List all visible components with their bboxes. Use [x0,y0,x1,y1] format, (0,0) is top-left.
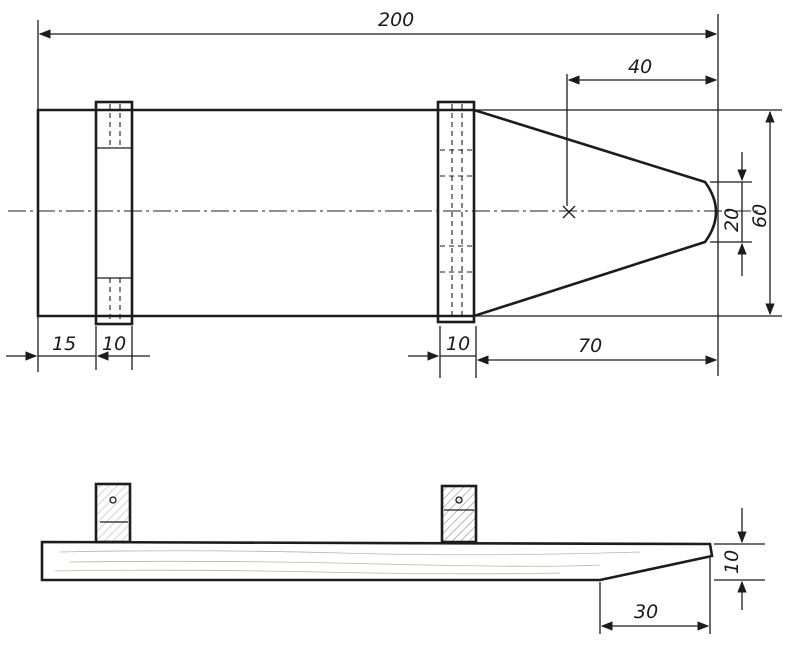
dim-right-block-label: 10 [446,333,470,355]
dim-overall-length-label: 200 [378,9,414,31]
dim-taper-length-label: 70 [578,335,602,357]
dim-left-block-label: 10 [102,333,126,355]
dim-thickness: 10 [721,508,747,610]
dim-tip-offset-label: 40 [628,56,652,78]
dim-taper-length: 70 [476,335,718,365]
dim-end-offset-label: 15 [52,333,76,355]
dim-body-width-label: 60 [749,204,771,228]
dim-right-block: 10 [408,333,476,361]
dim-bevel-length-label: 30 [634,601,658,623]
right-block [436,100,476,324]
dim-bevel-length: 30 [600,601,710,631]
screw-hole-icon [455,496,463,504]
side-left-block [94,482,132,544]
side-board [40,540,714,582]
dim-tip-width: 20 [721,152,747,276]
left-block [94,100,134,326]
top-view: 200 40 20 60 15 10 [6,9,782,378]
dim-end-offset: 15 [6,333,96,361]
dim-tip-width-label: 20 [721,208,743,232]
body-outline [36,108,718,318]
arc-center-mark [562,205,576,219]
dim-overall-length: 200 [38,9,718,39]
side-right-block [440,484,478,544]
dim-body-width: 60 [749,110,775,316]
extension-lines [37,14,782,378]
side-extension-lines [599,543,765,634]
dim-left-block: 10 [96,333,150,361]
side-view: 10 30 [40,482,765,634]
wood-grain [54,550,641,575]
dim-thickness-label: 10 [721,550,743,574]
dim-tip-offset: 40 [567,56,718,85]
screw-hole-icon [109,496,117,504]
